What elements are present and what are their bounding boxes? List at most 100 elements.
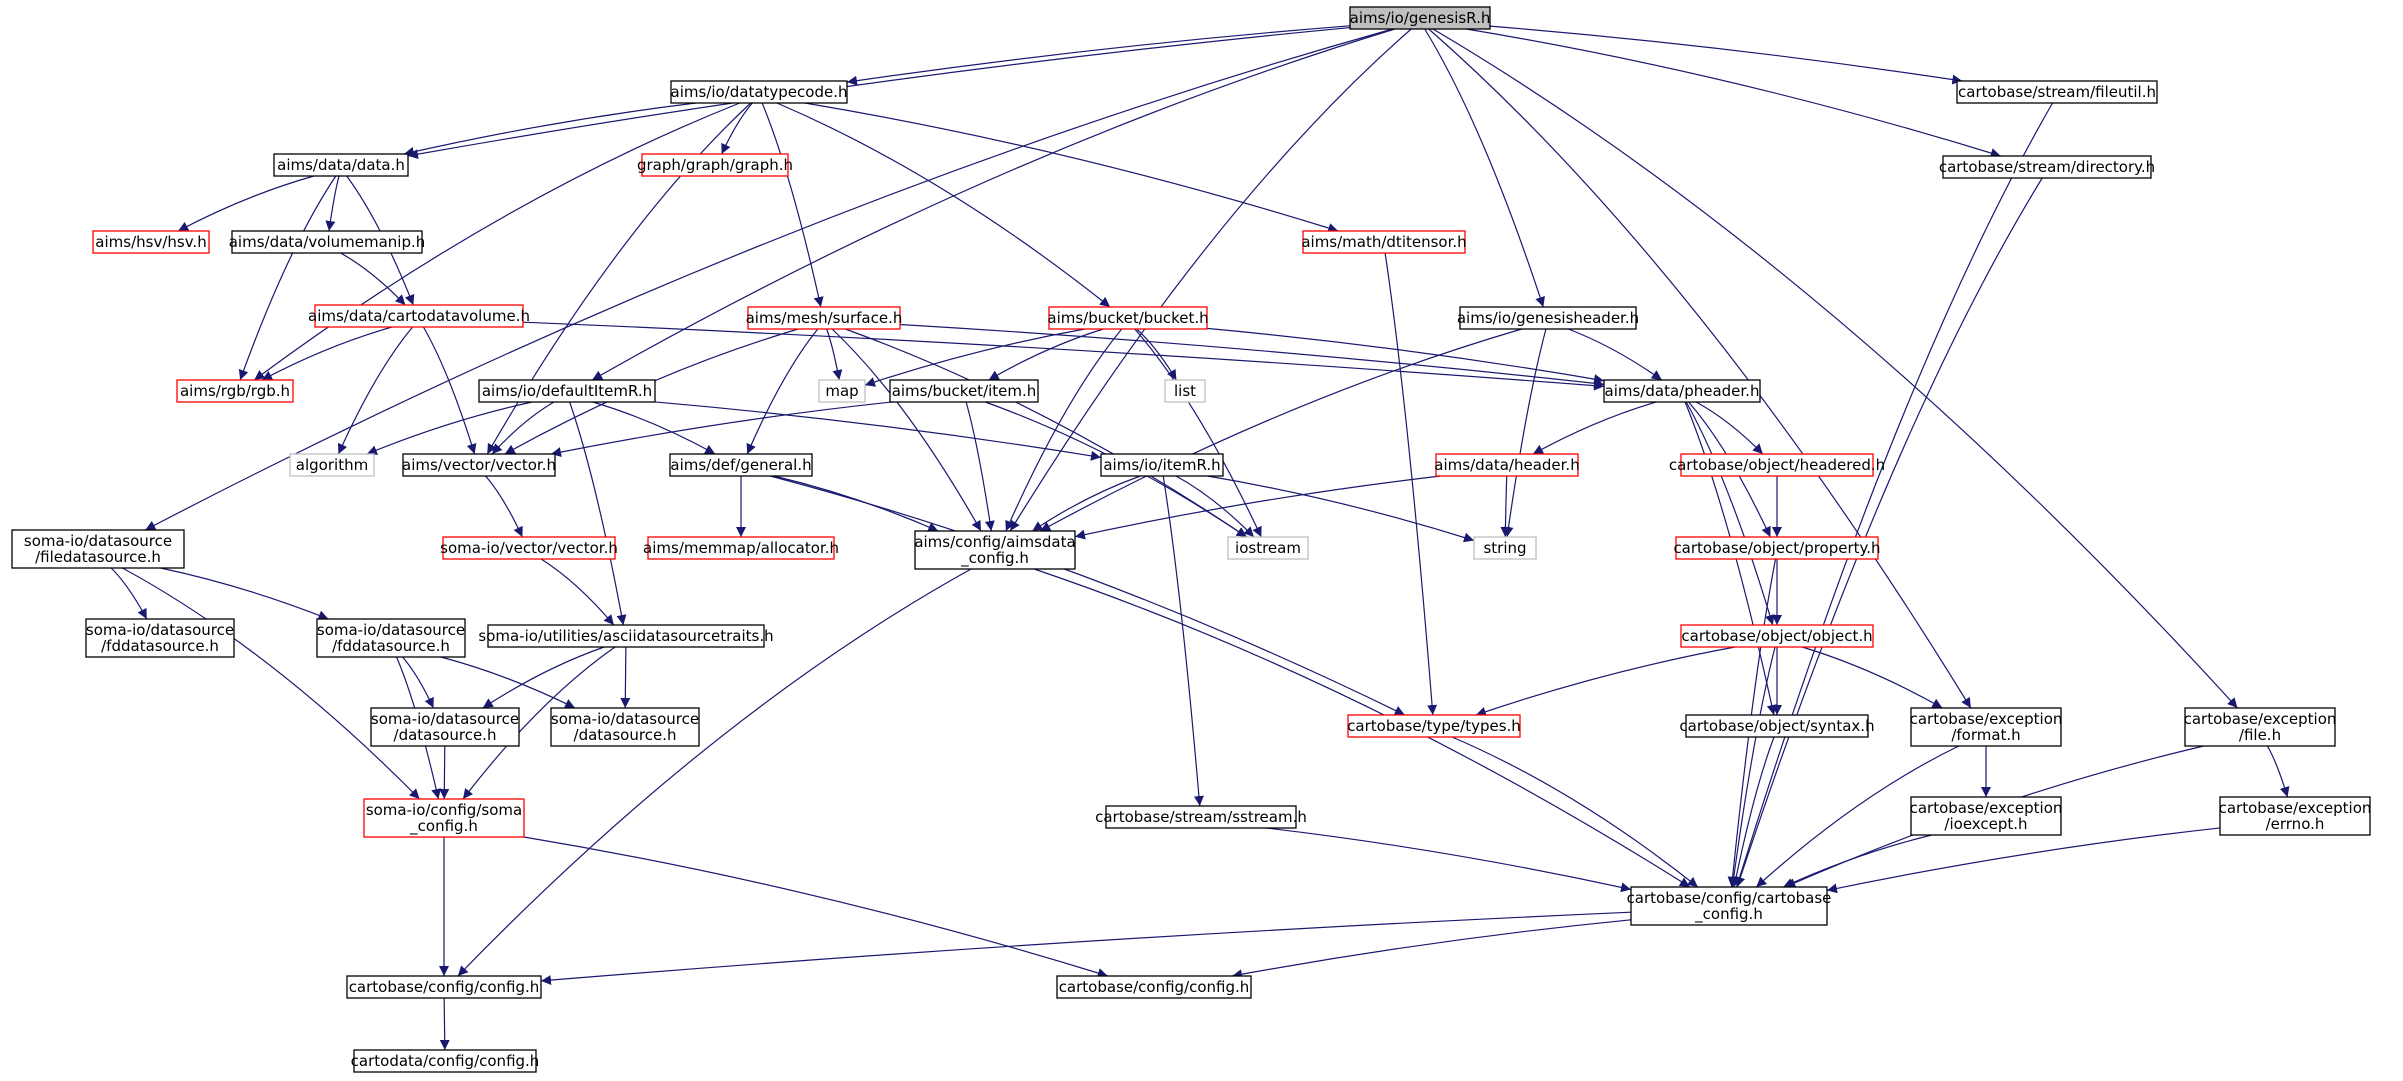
node-vector-box xyxy=(402,453,556,477)
edge-pheader-to-syntax xyxy=(1684,401,1777,716)
edge-itemR-to-iostream xyxy=(1175,475,1255,538)
edge-data-to-volumemanip xyxy=(325,175,340,232)
node-map[interactable]: map xyxy=(818,379,866,403)
edge-itemR-to-string xyxy=(1207,475,1475,543)
edge-object-to-cartobase_config xyxy=(1728,646,1776,888)
node-datasource1[interactable]: soma-io/datasource/datasource.h xyxy=(370,707,520,747)
node-somavector-label-0: soma-io/vector/vector.h xyxy=(440,539,618,557)
node-filedatasource[interactable]: soma-io/datasource/filedatasource.h xyxy=(11,529,185,569)
node-cartodatavolume[interactable]: aims/data/cartodatavolume.h xyxy=(308,304,530,328)
node-ioexcept-label-0: cartobase/exception xyxy=(1910,799,2063,817)
node-pheader-label-0: aims/data/pheader.h xyxy=(1605,382,1760,400)
edge-defaultItemR-to-vector xyxy=(491,401,555,455)
node-fddatasource2[interactable]: soma-io/datasource/fddatasource.h xyxy=(316,618,466,658)
node-sstream[interactable]: cartobase/stream/sstream.h xyxy=(1095,805,1307,829)
node-filedatasource-box xyxy=(11,529,185,569)
edge-ioexcept-to-cartobase_config xyxy=(1783,834,1932,888)
node-format-label-1: /format.h xyxy=(1951,726,2020,744)
node-surface[interactable]: aims/mesh/surface.h xyxy=(746,306,903,330)
node-config2[interactable]: cartobase/config/config.h xyxy=(1056,975,1252,999)
node-somavector[interactable]: soma-io/vector/vector.h xyxy=(440,536,618,560)
node-general[interactable]: aims/def/general.h xyxy=(669,453,813,477)
edge-datasource1-to-soma_config xyxy=(439,745,450,800)
edge-asciidatasourcetraits-to-soma_config xyxy=(462,646,616,800)
node-vector-label-0: aims/vector/vector.h xyxy=(402,456,556,474)
node-file[interactable]: cartobase/exception/file.h xyxy=(2184,707,2337,747)
node-object-label-0: cartobase/object/object.h xyxy=(1681,627,1872,645)
node-volumemanip[interactable]: aims/data/volumemanip.h xyxy=(229,230,426,254)
node-directory-box xyxy=(1942,155,2152,179)
node-fddatasource2-label-0: soma-io/datasource xyxy=(317,621,465,639)
node-aimsdata_config[interactable]: aims/config/aimsdata_config.h xyxy=(914,530,1076,570)
edge-surface-to-aimsdata_config xyxy=(831,328,982,532)
edge-header-to-aimsdata_config xyxy=(1074,475,1441,540)
node-vector[interactable]: aims/vector/vector.h xyxy=(402,453,556,477)
edge-defaultItemR-to-asciidatasourcetraits xyxy=(569,401,627,626)
node-genesisR[interactable]: aims/io/genesisR.h xyxy=(1349,6,1491,30)
node-item[interactable]: aims/bucket/item.h xyxy=(889,379,1039,403)
node-iostream[interactable]: iostream xyxy=(1227,536,1309,560)
node-string[interactable]: string xyxy=(1473,536,1537,560)
node-fddatasource1[interactable]: soma-io/datasource/fddatasource.h xyxy=(85,618,235,658)
node-genesisheader[interactable]: aims/io/genesisheader.h xyxy=(1457,306,1639,330)
node-filedatasource-label-0: soma-io/datasource xyxy=(24,532,172,550)
node-pheader[interactable]: aims/data/pheader.h xyxy=(1603,379,1761,403)
node-format[interactable]: cartobase/exception/format.h xyxy=(1910,707,2063,747)
node-hsv[interactable]: aims/hsv/hsv.h xyxy=(92,230,210,254)
node-types[interactable]: cartobase/type/types.h xyxy=(1347,714,1521,738)
node-dtitensor[interactable]: aims/math/dtitensor.h xyxy=(1301,230,1467,254)
node-defaultItemR-box xyxy=(478,379,656,403)
node-data[interactable]: aims/data/data.h xyxy=(273,153,409,177)
edge-object-to-format xyxy=(1802,646,1943,709)
node-header[interactable]: aims/data/header.h xyxy=(1434,453,1580,477)
edge-genesisheader-to-string xyxy=(1503,328,1547,538)
node-file-label-1: /file.h xyxy=(2239,726,2281,744)
edge-cartodatavolume-to-algorithm xyxy=(337,326,414,455)
node-headered[interactable]: cartobase/object/headered.h xyxy=(1669,453,1885,477)
node-asciidatasourcetraits-label-0: soma-io/utilities/asciidatasourcetraits.… xyxy=(478,627,773,645)
node-soma_config-label-1: _config.h xyxy=(409,817,478,836)
node-list[interactable]: list xyxy=(1164,379,1206,403)
node-map-box xyxy=(818,379,866,403)
edge-itemR-to-aimsdata_config xyxy=(1031,475,1141,532)
edge-defaultItemR-to-general xyxy=(592,401,716,455)
node-config1[interactable]: cartobase/config/config.h xyxy=(346,975,542,999)
node-soma_config[interactable]: soma-io/config/soma_config.h xyxy=(363,798,525,838)
node-datasource1-label-0: soma-io/datasource xyxy=(371,710,519,728)
node-bucket[interactable]: aims/bucket/bucket.h xyxy=(1047,306,1209,330)
node-object[interactable]: cartobase/object/object.h xyxy=(1680,624,1874,648)
node-cartodata_config[interactable]: cartodata/config/config.h xyxy=(351,1049,540,1073)
node-directory[interactable]: cartobase/stream/directory.h xyxy=(1939,155,2155,179)
edge-data-to-hsv xyxy=(177,175,315,232)
node-list-box xyxy=(1164,379,1206,403)
node-fileutil-label-0: cartobase/stream/fileutil.h xyxy=(1958,83,2156,101)
node-sstream-box xyxy=(1105,805,1297,829)
node-errno[interactable]: cartobase/exception/errno.h xyxy=(2219,796,2372,836)
node-fileutil[interactable]: cartobase/stream/fileutil.h xyxy=(1956,80,2158,104)
node-cartodatavolume-box xyxy=(314,304,524,328)
node-itemR[interactable]: aims/io/itemR.h xyxy=(1100,453,1224,477)
edge-filedatasource-to-fddatasource2 xyxy=(160,567,329,620)
node-datasource2-label-0: soma-io/datasource xyxy=(551,710,699,728)
edge-cartobase_config-to-config1 xyxy=(540,911,1632,986)
edge-filedatasource-to-soma_config xyxy=(122,567,420,800)
node-rgb[interactable]: aims/rgb/rgb.h xyxy=(176,379,294,403)
edge-bucket-to-pheader xyxy=(1206,327,1605,384)
node-property[interactable]: cartobase/object/property.h xyxy=(1673,536,1881,560)
node-syntax[interactable]: cartobase/object/syntax.h xyxy=(1679,714,1875,738)
node-defaultItemR[interactable]: aims/io/defaultItemR.h xyxy=(478,379,656,403)
node-soma_config-label-0: soma-io/config/soma xyxy=(366,801,522,819)
node-headered-box xyxy=(1680,453,1874,477)
node-cartobase_config[interactable]: cartobase/config/cartobase_config.h xyxy=(1627,886,1832,926)
node-datatypecode[interactable]: aims/io/datatypecode.h xyxy=(670,80,848,104)
edge-bucket-to-item xyxy=(988,328,1104,381)
node-aimsdata_config-box xyxy=(914,530,1076,570)
node-ioexcept[interactable]: cartobase/exception/ioexcept.h xyxy=(1910,796,2063,836)
edge-pheader-to-headered xyxy=(1695,401,1764,455)
node-datasource2[interactable]: soma-io/datasource/datasource.h xyxy=(550,707,700,747)
node-allocator[interactable]: aims/memmap/allocator.h xyxy=(643,536,839,560)
node-graph[interactable]: graph/graph/graph.h xyxy=(637,153,793,177)
edge-genesisR-to-filedatasource xyxy=(145,28,1393,531)
node-asciidatasourcetraits[interactable]: soma-io/utilities/asciidatasourcetraits.… xyxy=(478,624,774,648)
node-algorithm[interactable]: algorithm xyxy=(289,453,375,477)
